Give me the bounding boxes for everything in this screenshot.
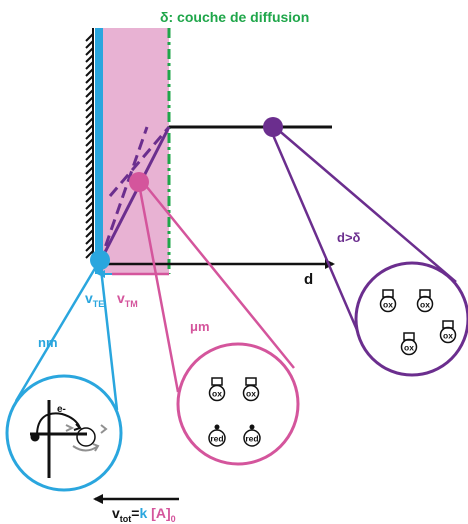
svg-text:red: red — [210, 434, 223, 444]
ox-molecule: ox — [208, 377, 226, 402]
hatch-mark — [85, 96, 94, 105]
hatch-mark — [85, 166, 94, 175]
svg-text:red: red — [245, 434, 258, 444]
hatch-mark — [85, 75, 94, 84]
hatch-mark — [85, 222, 94, 231]
hatch-mark — [85, 124, 94, 133]
electron-label: e- — [57, 404, 66, 415]
diffusion-layer-title: δ: couche de diffusion — [160, 9, 309, 25]
hatch-mark — [85, 33, 94, 42]
red-molecule: red — [208, 424, 226, 447]
hatch-mark — [85, 173, 94, 182]
hatch-mark — [85, 54, 94, 63]
hatch-mark — [85, 152, 94, 161]
hatch-mark — [85, 250, 94, 259]
hatch-mark — [85, 236, 94, 245]
micro-point — [129, 172, 149, 192]
hatch-mark — [85, 138, 94, 147]
nano-point — [90, 250, 110, 270]
svg-text:ox: ox — [383, 300, 393, 310]
svg-text:ox: ox — [404, 343, 414, 353]
bulk-point — [263, 117, 283, 137]
hatch-mark — [85, 243, 94, 252]
svg-text:ox: ox — [443, 331, 453, 341]
hatch-mark — [85, 215, 94, 224]
linear-profile-line — [98, 126, 171, 263]
svg-text:ox: ox — [212, 389, 222, 399]
red-molecule: red — [243, 424, 261, 447]
hatch-mark — [85, 159, 94, 168]
bulk-callout: d>δ — [263, 117, 468, 377]
hatch-mark — [85, 201, 94, 210]
d-axis-label: d — [304, 271, 313, 288]
um-label: μm — [190, 319, 210, 334]
nano-callout: nm — [5, 250, 123, 492]
hatch-mark — [85, 208, 94, 217]
hatch-mark — [85, 117, 94, 126]
hatch-mark — [85, 180, 94, 189]
hatch-mark — [85, 40, 94, 49]
svg-text:ox: ox — [420, 300, 430, 310]
hatch-mark — [85, 110, 94, 119]
hatch-mark — [85, 47, 94, 56]
hatch-mark — [85, 61, 94, 70]
hatch-mark — [85, 131, 94, 140]
electron-transfer-scene: e- — [30, 400, 108, 478]
nm-label: nm — [38, 335, 58, 350]
tangent-dashed-line — [98, 126, 149, 263]
electrode-hatch — [85, 28, 94, 262]
v-te-label: vTE — [85, 290, 104, 309]
svg-text:ox: ox — [246, 389, 256, 399]
electrode-surface — [95, 28, 103, 274]
ox-molecule: ox — [439, 320, 457, 344]
hatch-mark — [85, 145, 94, 154]
hatch-mark — [85, 103, 94, 112]
upper-dashed-line — [108, 126, 171, 197]
d-gt-delta-label: d>δ — [337, 230, 361, 245]
hatch-mark — [85, 89, 94, 98]
hatch-mark — [85, 229, 94, 238]
hatch-mark — [85, 194, 94, 203]
ox-molecule: ox — [242, 377, 260, 402]
v-tm-label: vTM — [117, 290, 138, 309]
hatch-mark — [85, 187, 94, 196]
hatch-mark — [85, 82, 94, 91]
micro-callout: μm — [129, 172, 300, 466]
vtot-formula: vtot=k [A]0 — [112, 505, 176, 524]
ox-molecule: ox — [400, 332, 418, 356]
ox-molecule: ox — [416, 289, 434, 313]
ox-molecule: ox — [379, 289, 397, 313]
hatch-mark — [85, 68, 94, 77]
